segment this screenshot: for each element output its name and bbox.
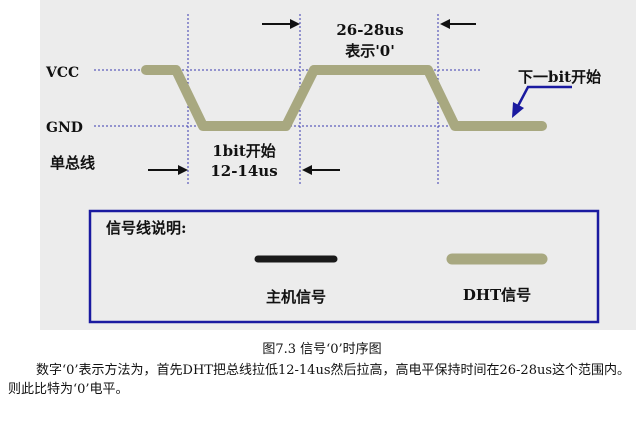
description-paragraph: 数字‘0’表示方法为，首先DHT把总线拉低12-14us然后拉高，高电平保持时间… [8, 363, 631, 397]
dht-signal-waveform [141, 65, 547, 131]
high-duration-arrow-left [262, 19, 300, 29]
timing-diagram: VCC GND 单总线 26-28us 表示'0' 1bit开始 12-14us… [40, 0, 636, 330]
host-signal-label: 主机信号 [266, 288, 326, 306]
low-duration-label: 12-14us [210, 162, 277, 180]
legend-title: 信号线说明: [106, 219, 187, 237]
high-meaning-label: 表示'0' [345, 42, 395, 60]
vcc-label: VCC [45, 65, 79, 81]
next-bit-label: 下一bit开始 [518, 68, 601, 86]
low-duration-arrow-right [302, 165, 340, 175]
dht-signal-label: DHT信号 [463, 286, 531, 304]
diagram-background [40, 0, 636, 330]
bit-start-label: 1bit开始 [212, 142, 276, 160]
low-duration-arrow-left [148, 165, 188, 175]
next-bit-arrow [512, 85, 572, 118]
figure-caption: 图7.3 信号‘0’时序图 [262, 342, 382, 357]
bus-label: 单总线 [50, 154, 95, 172]
high-duration-label: 26-28us [336, 21, 403, 39]
high-duration-arrow-right [440, 19, 476, 29]
legend-box [88, 209, 600, 324]
gnd-label: GND [46, 120, 83, 136]
